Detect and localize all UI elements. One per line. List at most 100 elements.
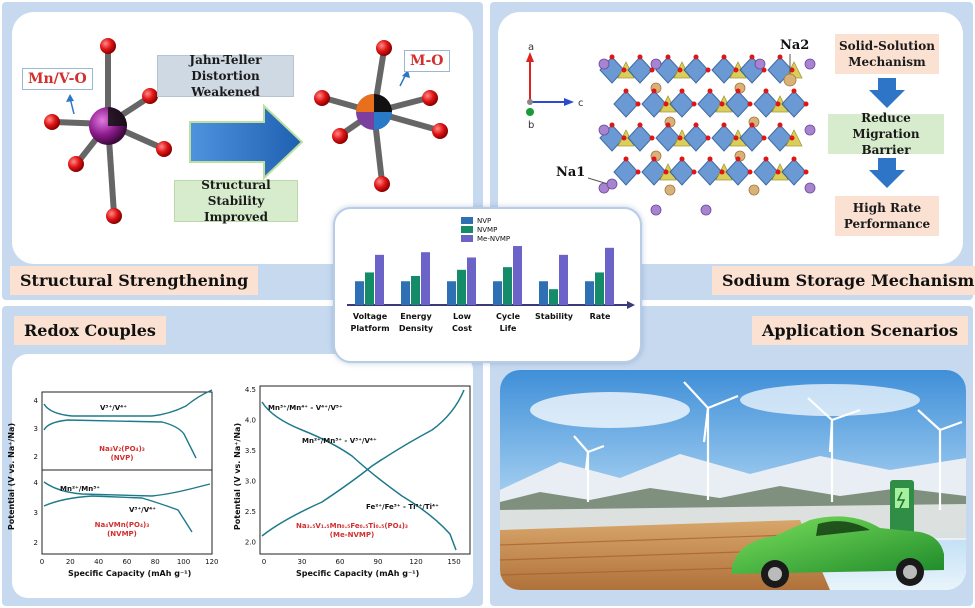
oxygen-atom — [609, 54, 615, 60]
octahedron — [781, 158, 807, 186]
na2-label: Na2 — [780, 38, 810, 53]
octahedron — [753, 158, 779, 186]
oxygen-atom — [623, 88, 629, 94]
oxygen-atom — [609, 122, 615, 128]
na1-label: Na1 — [556, 165, 586, 180]
y-tick-label: 4 — [34, 397, 39, 405]
oxygen-atom — [789, 135, 795, 141]
down-arrow-icon — [869, 158, 905, 188]
step-arrows — [869, 78, 905, 188]
y-tick-label: 4.0 — [245, 417, 256, 425]
legend-swatch — [461, 226, 473, 233]
plot2-ylabel: Potential (V vs. Na⁺/Na) — [233, 422, 243, 531]
oxygen-atom — [691, 169, 697, 175]
octahedron — [641, 90, 667, 118]
category-label: Stability — [535, 312, 574, 321]
redox-title: Redox Couples — [14, 316, 166, 345]
x-tick-label: 60 — [336, 558, 345, 566]
oxygen-atom — [777, 122, 783, 128]
bar-me-nvmp — [605, 247, 614, 305]
sodium-site — [598, 124, 610, 136]
octahedron — [725, 90, 751, 118]
legend-label: NVP — [477, 217, 491, 225]
bar-me-nvmp — [375, 254, 384, 305]
axis-a-label: a — [528, 42, 534, 53]
octahedron — [697, 90, 723, 118]
oxygen-atom — [705, 135, 711, 141]
x-tick-label: 120 — [409, 558, 422, 566]
category-label: Life — [500, 324, 517, 333]
axis-c-arrow-icon — [564, 98, 574, 106]
plot1-nvmp-charge — [43, 481, 211, 497]
oxygen-atom — [749, 122, 755, 128]
oxygen-atom — [142, 88, 158, 104]
plot1-bottom-frame — [41, 469, 213, 555]
plot2-compound-name: Na₃.₅V₁.₅Mn₀.₅Fe₀.₅Ti₀.₅(PO₄)₃ — [296, 522, 408, 530]
oxygen-atom — [761, 135, 767, 141]
na1-atom — [606, 178, 618, 190]
octahedron — [781, 90, 807, 118]
octahedron — [753, 90, 779, 118]
plot2-label3: Fe²⁺/Fe³⁺ - Ti³⁺/Ti⁴⁺ — [366, 503, 439, 511]
x-tick-label: 90 — [374, 558, 383, 566]
plot2-charge — [261, 389, 465, 537]
category-label: Voltage — [353, 312, 388, 321]
application-title: Application Scenarios — [752, 316, 969, 345]
category-label: Low — [453, 312, 472, 321]
bar-me-nvmp — [513, 246, 522, 305]
legend-label: NVMP — [477, 226, 497, 234]
sodium-site — [804, 124, 816, 136]
legend-swatch — [461, 217, 473, 224]
oxygen-atom — [735, 88, 741, 94]
oxygen-atom — [791, 156, 797, 162]
oxygen-atom — [777, 54, 783, 60]
sodium-site — [650, 58, 662, 70]
octahedron — [613, 90, 639, 118]
plot1-xlabel: Specific Capacity (mAh g⁻¹) — [68, 569, 192, 578]
plot1-nvmp-discharge — [43, 495, 193, 533]
sodium-site — [650, 204, 662, 216]
category-label: Rate — [590, 312, 611, 321]
plot2-label2: Mn²⁺/Mn³⁺ - V³⁺/V⁴⁺ — [302, 437, 377, 445]
oxygen-atom — [803, 169, 809, 175]
plot2-xlabel: Specific Capacity (mAh g⁻¹) — [296, 569, 420, 578]
scenery-illustration — [500, 370, 966, 590]
y-tick-label: 3.5 — [245, 447, 256, 455]
oxygen-atom — [663, 169, 669, 175]
plot1-bottom-compound-tag: (NVMP) — [107, 530, 137, 538]
octahedron — [697, 158, 723, 186]
oxygen-atom — [763, 88, 769, 94]
oxygen-atom — [721, 122, 727, 128]
sodium-site — [754, 58, 766, 70]
right-octahedron — [314, 40, 448, 192]
oxygen-atom — [665, 122, 671, 128]
oxygen-atom — [803, 101, 809, 107]
oxygen-atom — [677, 135, 683, 141]
octahedron — [627, 124, 653, 152]
bar-nvmp — [365, 272, 374, 305]
y-tick-label: 2.5 — [245, 508, 256, 516]
octahedron — [669, 90, 695, 118]
oxygen-atom — [719, 101, 725, 107]
plot1-ylabel: Potential (V vs. Na⁺/Na) — [7, 422, 17, 531]
jt-distortion-box: Jahn-Teller Distortion Weakened — [157, 53, 294, 99]
stability-box: Structural Stability Improved — [174, 178, 298, 224]
octahedron — [725, 158, 751, 186]
plot1-bottom-compound: Na₄VMn(PO₄)₃ (NVMP) — [90, 521, 154, 539]
plot1-top-label: V³⁺/V⁴⁺ — [100, 404, 127, 412]
oxygen-atom — [374, 176, 390, 192]
bar-me-nvmp — [559, 254, 568, 305]
bar-me-nvmp — [421, 252, 430, 305]
oxygen-atom — [621, 135, 627, 141]
oxygen-atom — [747, 169, 753, 175]
na1-pointer — [587, 177, 609, 185]
oxygen-atom — [789, 67, 795, 73]
scenery-image — [500, 370, 966, 590]
octahedron — [641, 158, 667, 186]
bar-nvp — [539, 281, 548, 305]
charging-station — [890, 480, 914, 540]
step-high-rate: High Rate Performance — [835, 196, 939, 236]
y-tick-label: 2 — [34, 539, 38, 547]
